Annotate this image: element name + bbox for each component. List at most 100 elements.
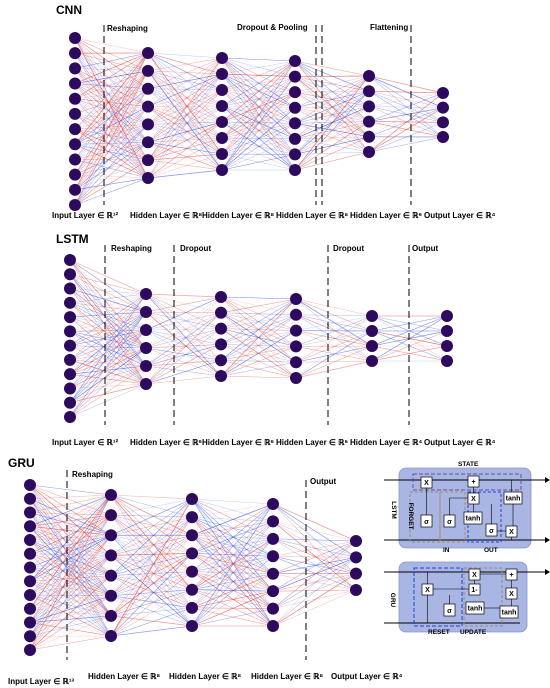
connection-edge [29, 515, 112, 637]
connection-edge [69, 311, 147, 361]
connection-edge [272, 557, 357, 592]
connection-edge [368, 107, 444, 153]
connection-edge [29, 494, 112, 609]
connection-edge [145, 296, 222, 385]
connection-edge [147, 105, 223, 125]
network-node [363, 85, 375, 98]
connection-edge [110, 575, 193, 609]
network-node [24, 575, 36, 588]
connection-edge [368, 106, 444, 108]
connection-edge [294, 91, 370, 171]
connection-edge [191, 553, 274, 627]
network-node [105, 589, 117, 602]
connection-edge [69, 365, 147, 404]
connection-edge [221, 105, 296, 124]
network-node [366, 310, 378, 322]
connection-edge [145, 329, 222, 377]
connection-edge [29, 514, 112, 527]
connection-edge [110, 535, 193, 554]
connection-edge [74, 88, 149, 99]
connection-edge [145, 296, 222, 367]
connection-edge [29, 553, 112, 637]
connection-edge [29, 555, 112, 651]
network-node [437, 116, 449, 129]
connection-edge [368, 121, 444, 123]
network-node [441, 355, 453, 367]
network-node [64, 411, 76, 423]
arrow-right-icon [545, 477, 550, 483]
connection-edge [110, 553, 193, 576]
connection-edge [371, 345, 448, 362]
connection-edge [272, 503, 357, 591]
connection-edge [110, 535, 193, 576]
network-node [267, 515, 279, 528]
connection-edge [29, 553, 112, 617]
connection-edge [69, 273, 147, 313]
connection-edge [147, 70, 223, 75]
network-node [441, 340, 453, 352]
connection-edge [110, 553, 193, 556]
forget-label: FORGET [407, 502, 414, 529]
connection-edge [147, 70, 223, 155]
connection-edge [191, 573, 274, 627]
connection-edge [295, 314, 373, 347]
connection-edge [272, 538, 357, 542]
connection-edge [69, 259, 147, 295]
connection-edge [220, 298, 297, 345]
connection-edge [191, 538, 274, 591]
lstm-layer-label: Hidden Layer ∈ ℝ⁴ [350, 438, 422, 447]
connection-edge [74, 159, 149, 179]
network-node [290, 324, 302, 337]
connection-edge [221, 107, 296, 171]
connection-edge [294, 122, 370, 138]
connection-edge [295, 330, 373, 379]
connection-edge [191, 516, 274, 557]
connection-edge [145, 311, 222, 361]
connection-edge [147, 73, 223, 179]
connection-edge [272, 540, 357, 627]
connection-edge [221, 91, 296, 107]
network-node [105, 549, 117, 562]
connection-edge [191, 503, 274, 590]
connection-edge [295, 298, 373, 317]
connection-edge [69, 293, 147, 389]
connection-edge [294, 106, 370, 171]
connection-edge [294, 76, 370, 92]
connection-edge [110, 553, 193, 617]
connection-edge [147, 137, 223, 143]
reset-label: RESET [428, 629, 450, 636]
connection-edge [368, 92, 444, 107]
connection-edge [147, 124, 223, 171]
connection-edge [191, 571, 274, 592]
connection-edge [272, 556, 357, 591]
connection-edge [29, 514, 112, 623]
connection-edge [221, 91, 296, 123]
network-node [216, 100, 228, 112]
connection-edge [294, 75, 370, 140]
connection-edge [145, 329, 222, 361]
connection-edge [110, 571, 193, 617]
connection-edge [29, 567, 112, 637]
connection-edge [191, 573, 274, 609]
connection-edge [294, 91, 370, 122]
connection-edge [220, 328, 297, 331]
connection-edge [221, 123, 296, 139]
connection-edge [110, 516, 193, 637]
connection-edge [272, 556, 357, 558]
connection-edge [69, 347, 147, 375]
connection-edge [69, 288, 147, 295]
connection-edge [294, 75, 370, 155]
connection-edge [147, 57, 223, 89]
connection-edge [110, 514, 193, 572]
network-node [24, 589, 36, 601]
connection-edge [29, 512, 112, 617]
connection-edge [147, 70, 223, 171]
network-node [64, 311, 76, 324]
connection-edge [74, 52, 149, 161]
cnn-stage-flattening: Flattening [370, 23, 408, 32]
connection-edge [147, 106, 223, 171]
connection-edge [368, 92, 444, 122]
connection-edge [69, 274, 147, 367]
connection-edge [147, 88, 223, 155]
